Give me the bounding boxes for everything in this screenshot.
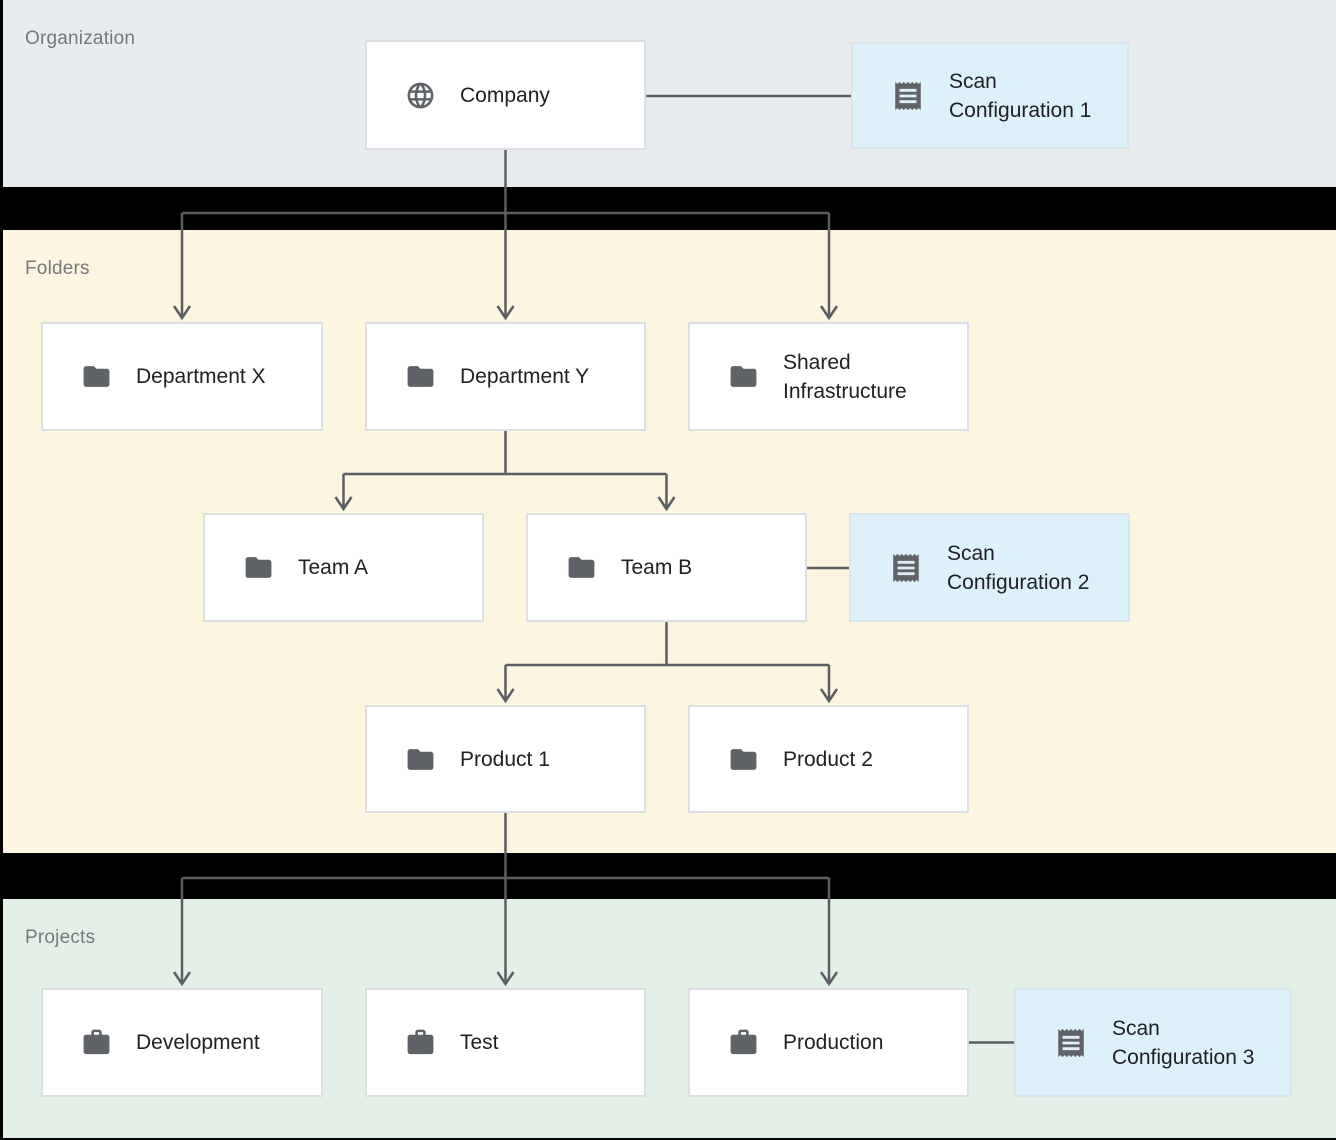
node-test-label: Test <box>460 1031 499 1054</box>
folder-icon <box>728 744 759 775</box>
node-company: Company <box>365 40 646 150</box>
node-department-y: Department Y <box>365 322 646 431</box>
node-team-b-label: Team B <box>621 556 693 579</box>
folder-icon <box>405 744 436 775</box>
section-organization-label: Organization <box>25 28 136 49</box>
section-projects-label: Projects <box>25 927 96 948</box>
node-scan-configuration-1-label: Scan Configuration 1 <box>949 69 1092 122</box>
node-product-1-label: Product 1 <box>460 747 550 771</box>
node-scan-configuration-2-label: Scan Configuration 2 <box>947 541 1090 594</box>
folder-icon <box>405 361 436 392</box>
node-product-2-label: Product 2 <box>783 747 873 771</box>
node-shared-infrastructure-label: Shared Infrastructure <box>783 350 907 403</box>
folder-icon <box>81 361 112 392</box>
node-scan-configuration-1: Scan Configuration 1 <box>851 42 1129 149</box>
briefcase-icon <box>81 1027 112 1058</box>
node-department-x-label: Department X <box>136 365 266 388</box>
receipt-icon <box>891 78 925 114</box>
node-scan-configuration-3: Scan Configuration 3 <box>1014 988 1292 1097</box>
node-product-2: Product 2 <box>688 705 969 813</box>
node-department-x: Department X <box>41 322 323 431</box>
receipt-icon <box>889 550 923 586</box>
node-company-label: Company <box>460 83 550 107</box>
briefcase-icon <box>405 1027 436 1058</box>
node-production-label: Production <box>783 1031 884 1054</box>
node-department-y-label: Department Y <box>460 365 590 388</box>
folder-icon <box>566 552 597 583</box>
briefcase-icon <box>728 1027 759 1058</box>
node-development: Development <box>41 988 323 1097</box>
node-team-a: Team A <box>203 513 484 622</box>
folder-icon <box>243 552 274 583</box>
section-folders-label: Folders <box>25 258 90 279</box>
node-development-label: Development <box>136 1031 260 1054</box>
node-product-1: Product 1 <box>365 705 646 813</box>
node-team-b: Team B <box>526 513 807 622</box>
receipt-icon <box>1054 1025 1088 1061</box>
globe-icon <box>405 80 436 111</box>
node-test: Test <box>365 988 646 1097</box>
node-shared-infrastructure: Shared Infrastructure <box>688 322 969 431</box>
node-scan-configuration-2: Scan Configuration 2 <box>849 513 1130 622</box>
section-organization: Organization <box>3 0 1336 187</box>
node-team-a-label: Team A <box>298 556 369 579</box>
node-scan-configuration-3-label: Scan Configuration 3 <box>1112 1016 1255 1069</box>
node-production: Production <box>688 988 969 1097</box>
folder-icon <box>728 361 759 392</box>
